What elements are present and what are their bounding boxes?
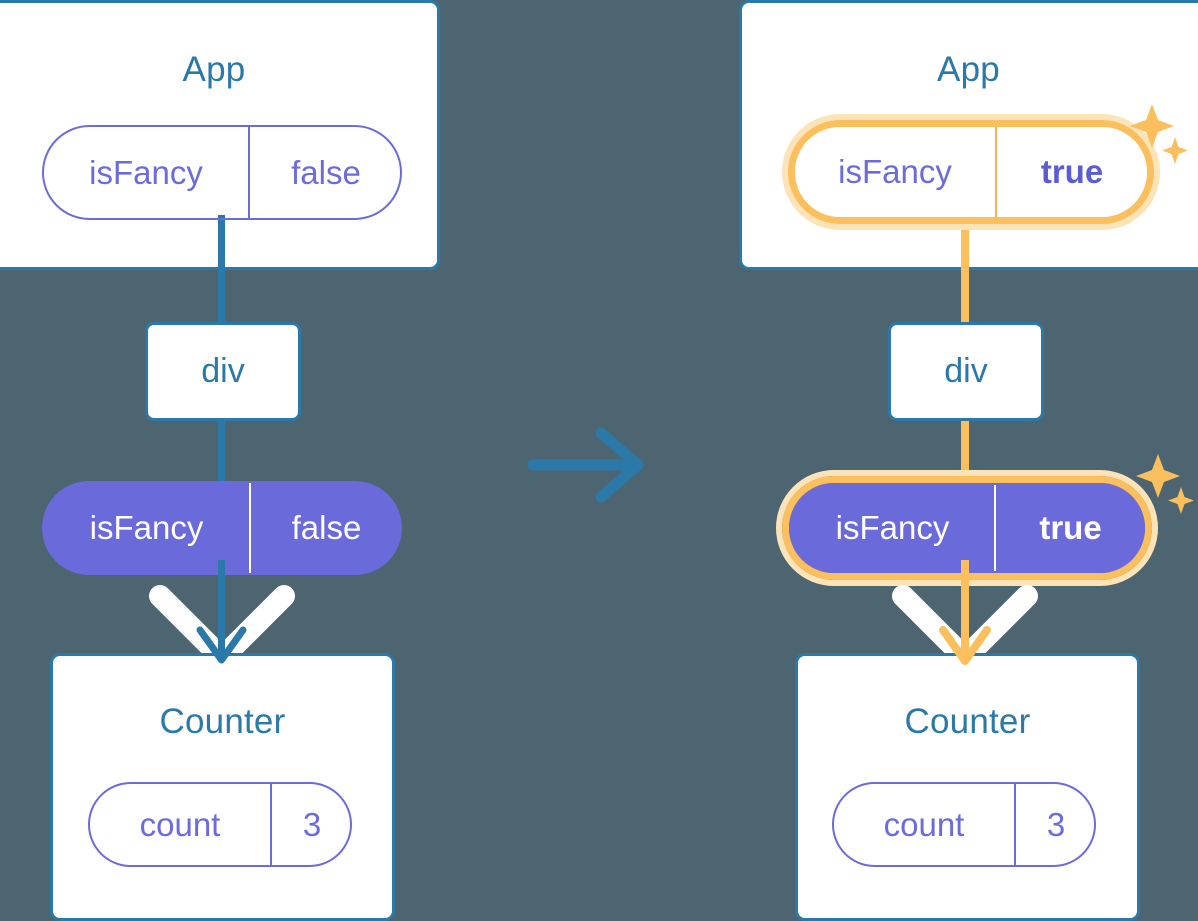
div-node-label-after: div xyxy=(944,352,988,390)
transition-arrow xyxy=(527,427,644,503)
app-state-pill-before[interactable]: isFancy false xyxy=(42,125,402,220)
props-pill-divider-before xyxy=(249,483,251,573)
app-card-title-after: App xyxy=(937,50,1000,89)
sparkle-icon xyxy=(1168,487,1194,514)
app-state-pill-value-before: false xyxy=(291,153,361,191)
props-pill-divider-after xyxy=(994,485,996,571)
counter-state-pill-before[interactable]: count 3 xyxy=(88,782,352,867)
app-state-pill-key-before: isFancy xyxy=(89,153,203,191)
div-node-after: div xyxy=(888,322,1044,421)
counter-state-pill-value-before: 3 xyxy=(302,805,322,843)
app-pill-stub-before xyxy=(218,215,225,273)
app-pill-stub-after xyxy=(961,215,969,273)
props-pill-key-after: isFancy xyxy=(835,509,950,546)
arrow-right-icon xyxy=(527,427,644,503)
app-state-pill-divider-after xyxy=(995,127,997,217)
props-pill-key-before: isFancy xyxy=(89,509,204,546)
props-pill-before[interactable]: isFancy false xyxy=(42,481,402,575)
app-state-pill-after[interactable]: isFancy true xyxy=(795,127,1147,217)
div-node-before: div xyxy=(145,322,301,421)
app-card-title-before: App xyxy=(182,50,246,89)
sparkle-icon xyxy=(1136,454,1180,498)
app-state-pill-value-after: true xyxy=(1040,153,1104,190)
sparkles-app-after xyxy=(1130,104,1188,164)
counter-card-title-before: Counter xyxy=(159,702,286,741)
props-pill-after[interactable]: isFancy true xyxy=(789,483,1145,573)
counter-state-pill-divider-after xyxy=(1014,784,1016,865)
sparkles-props-after xyxy=(1136,454,1194,514)
app-state-pill-divider-before xyxy=(248,127,250,218)
sparkle-icon xyxy=(1130,104,1174,148)
counter-state-pill-after[interactable]: count 3 xyxy=(832,782,1096,867)
props-pill-value-after: true xyxy=(1039,509,1102,546)
counter-state-pill-divider-before xyxy=(270,784,272,865)
props-pill-value-before: false xyxy=(291,509,362,546)
app-state-pill-key-after: isFancy xyxy=(838,153,952,190)
state-flow-arrowhead-after xyxy=(939,560,991,665)
counter-state-pill-value-after: 3 xyxy=(1046,805,1066,843)
state-flow-arrowhead-before xyxy=(196,560,247,664)
counter-state-pill-key-before: count xyxy=(139,805,221,843)
div-node-label-before: div xyxy=(201,352,245,390)
counter-state-pill-key-after: count xyxy=(883,805,965,843)
sparkle-icon xyxy=(1162,137,1188,164)
counter-card-title-after: Counter xyxy=(904,702,1031,741)
